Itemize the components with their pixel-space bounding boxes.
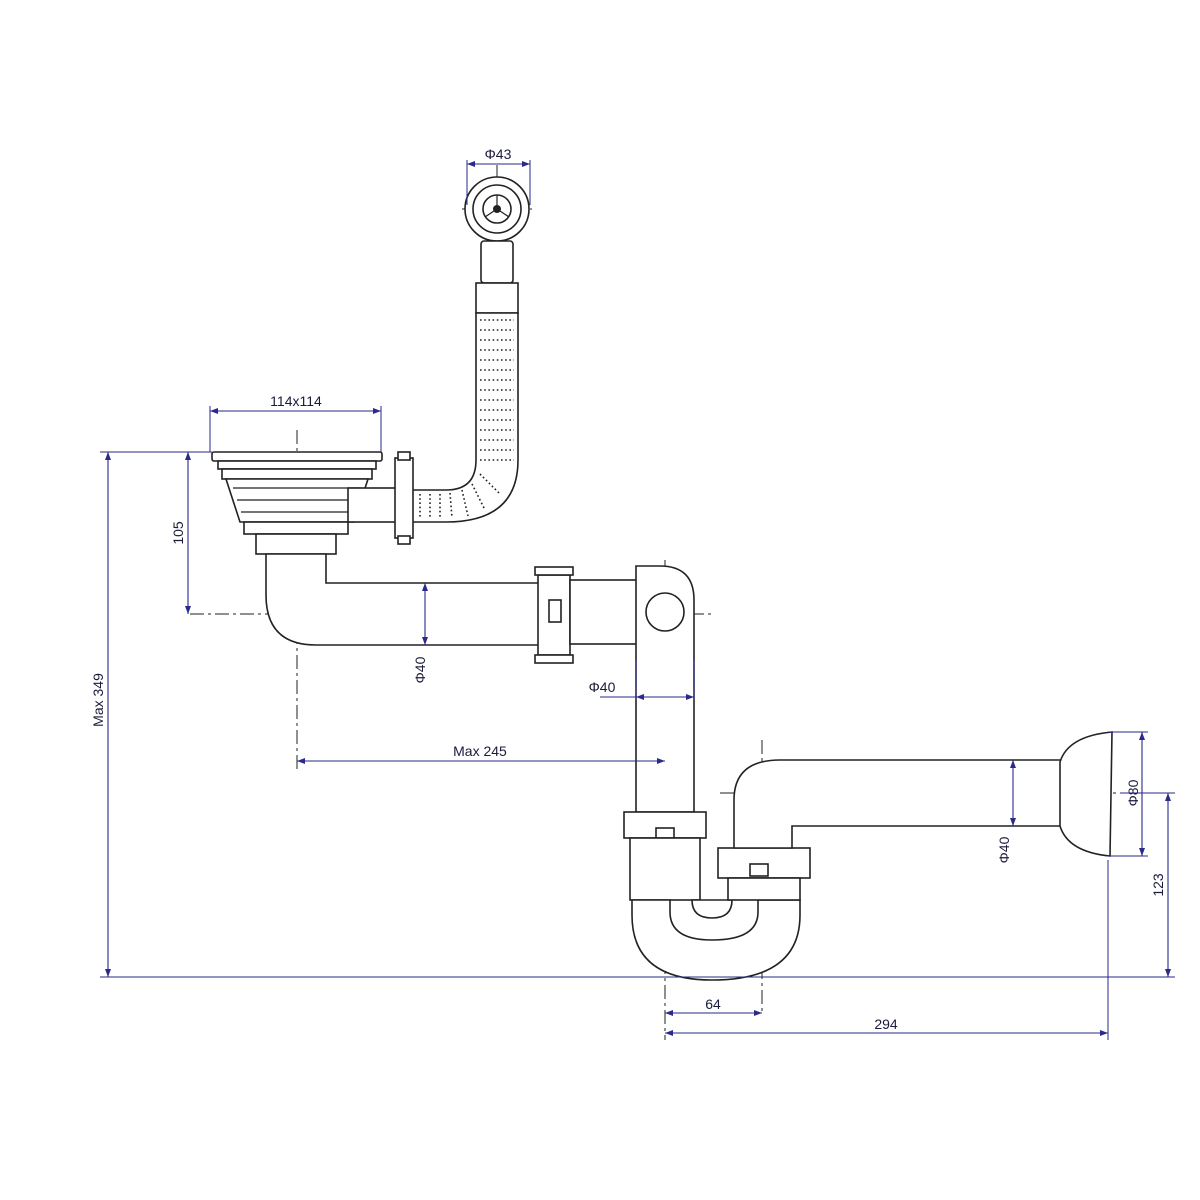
sink-strainer xyxy=(211,451,414,555)
label-strainer-size: 114x114 xyxy=(270,393,322,409)
u-trap xyxy=(631,899,801,981)
label-trap-offset: 64 xyxy=(705,996,721,1012)
wall-outlet-assembly xyxy=(717,731,1113,901)
label-outlet-diameter: Φ43 xyxy=(485,146,512,162)
label-overall-height: Max 349 xyxy=(90,673,106,727)
label-wall-flange-diameter: Φ80 xyxy=(1125,779,1141,806)
label-pipe-diameter-horizontal: Φ40 xyxy=(412,656,428,683)
vertical-tee xyxy=(623,565,707,901)
label-outlet-height: 123 xyxy=(1150,873,1166,897)
label-offset-length: Max 245 xyxy=(453,743,507,759)
label-wall-pipe-diameter: Φ40 xyxy=(996,836,1012,863)
label-pipe-diameter-vertical: Φ40 xyxy=(589,679,616,695)
label-trap-length: 294 xyxy=(874,1016,898,1032)
label-strainer-height: 105 xyxy=(170,521,186,545)
overflow-assembly xyxy=(411,176,530,523)
dimension-labels: Φ43 114x114 105 Max 349 Φ40 Φ40 Max 245 … xyxy=(90,146,1166,1032)
dimension-lines xyxy=(100,160,1175,1040)
horizontal-arm xyxy=(265,553,639,664)
